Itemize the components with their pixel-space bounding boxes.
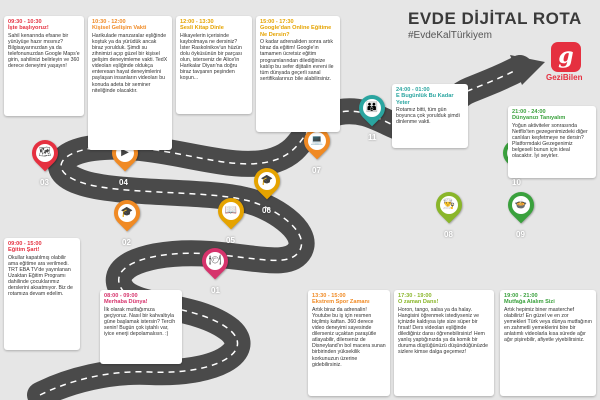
card-heading: Dünyanızı Tanıyalım xyxy=(512,115,566,122)
card-text: Harikulade manzaralar eşliğinde koştuk y… xyxy=(92,32,168,94)
card-heading: Merhaba Dünya! xyxy=(104,299,148,306)
card-stop-10: 21:00 - 24:00 Dünyanızı Tanıyalım Yoğun … xyxy=(508,106,596,178)
card-text: Artık hepimiz biner masterchef olabiliri… xyxy=(504,306,592,344)
card-text: Artık biraz da adrenalin! Youtube bu iş … xyxy=(312,306,386,368)
card-time: 17:30 - 19:00 xyxy=(398,293,432,299)
card-time: 09:00 - 15:00 xyxy=(8,241,42,247)
card-time: 15:00 - 17:30 xyxy=(260,19,294,25)
card-text: Yoğun aktiviteler sonrasında Netflix'ten… xyxy=(512,122,588,160)
card-stop-03: 09:30 - 10:30 İşte başlıyoruz! Sahil ken… xyxy=(4,16,84,116)
card-text: Sahil kenarında efsane bir yürüyüşe hazı… xyxy=(8,32,80,70)
cooking-icon: 🍲 xyxy=(512,196,530,214)
page-title: EVDE DİJİTAL ROTA xyxy=(408,9,582,28)
book-icon: 📖 xyxy=(222,202,240,220)
card-time: 10:30 - 12:00 xyxy=(92,19,126,25)
card-time: 09:30 - 10:30 xyxy=(8,19,42,25)
card-heading: Eğitim Şart! xyxy=(8,247,40,254)
card-stop-05: 12:00 - 13:30 Sesli Kitap Dinle Hikayele… xyxy=(176,16,252,114)
card-stop-01: 08:00 - 09:00 Merhaba Dünya! İlk olarak … xyxy=(100,290,182,364)
graduation-cap-icon: 🎓 xyxy=(258,172,276,190)
stop-number-05: 05 xyxy=(226,236,235,245)
graduate-icon: 🎓 xyxy=(118,204,136,222)
card-heading: Ekstrem Spor Zamanı xyxy=(312,299,370,306)
card-text: Rotamız bitti, tüm gün boyunca çok yorul… xyxy=(396,107,460,126)
card-time: 12:00 - 13:30 xyxy=(180,19,214,25)
card-text: Hikayelerin içerisinde kaybolmaya ne der… xyxy=(180,32,242,82)
stop-number-04: 04 xyxy=(119,178,128,187)
card-text: İlk olarak mutfağımıza geçiyoruz. Nasıl … xyxy=(104,306,176,338)
stop-number-02: 02 xyxy=(122,238,131,247)
card-text: O kadar adrenaliden sonra artık biraz da… xyxy=(260,39,334,82)
card-stop-02: 09:00 - 15:00 Eğitim Şart! Okullar kapat… xyxy=(4,238,80,350)
card-time: 13:30 - 15:00 xyxy=(312,293,346,299)
card-text: Okullar kapatılmış olabilir ama eğitime … xyxy=(8,254,73,298)
hashtag: #EvdeKalTürkiyem xyxy=(408,30,492,41)
road-arrow-head xyxy=(510,55,545,85)
card-heading: İşte başlıyoruz! xyxy=(8,25,49,32)
card-heading: Mutfağa Alalım Sizi xyxy=(504,299,555,306)
stop-number-01: 01 xyxy=(211,286,220,295)
card-stop-04: 10:30 - 12:00 Kişisel Gelişim Vakti Hari… xyxy=(88,16,172,150)
street-view-icon: 🗺 xyxy=(36,144,54,162)
stop-number-08: 08 xyxy=(444,230,453,239)
card-time: 08:00 - 09:00 xyxy=(104,293,138,299)
stop-number-11: 11 xyxy=(368,133,377,142)
card-heading: Google'dan Online Eğitime Ne Dersin? xyxy=(260,25,332,38)
dish-icon: 🍽 xyxy=(206,252,224,270)
card-heading: E Bugünlük Bu Kadar Yeter xyxy=(396,93,454,106)
chef-icon: 👨‍🍳 xyxy=(440,196,458,214)
logo-name: GeziBilen xyxy=(546,73,583,82)
card-heading: Kişisel Gelişim Vakti xyxy=(92,25,147,32)
card-stop-11: 24:00 - 01:00 E Bugünlük Bu Kadar Yeter … xyxy=(392,84,468,148)
stop-number-09: 09 xyxy=(516,230,525,239)
stop-number-07: 07 xyxy=(312,166,321,175)
card-stop-06: 15:00 - 17:30 Google'dan Online Eğitime … xyxy=(256,16,340,132)
card-heading: O zaman Dans! xyxy=(398,299,439,306)
card-stop-09: 19:00 - 21:00 Mutfağa Alalım Sizi Artık … xyxy=(500,290,596,396)
family-icon: 👪 xyxy=(363,99,381,117)
card-time: 19:00 - 21:00 xyxy=(504,293,538,299)
logo-letter: g xyxy=(558,43,574,69)
card-time: 21:00 - 24:00 xyxy=(512,109,546,115)
card-time: 24:00 - 01:00 xyxy=(396,87,430,93)
card-stop-08: 17:30 - 19:00 O zaman Dans! Horon, tango… xyxy=(394,290,494,396)
stop-number-06: 06 xyxy=(262,206,271,215)
computer-icon: 💻 xyxy=(308,132,326,150)
gezibilen-logo: g xyxy=(551,42,581,72)
card-text: Horon, tango, salsa ya da halay. Hangisi… xyxy=(398,306,488,356)
stop-number-10: 10 xyxy=(512,178,521,187)
card-stop-07: 13:30 - 15:00 Ekstrem Spor Zamanı Artık … xyxy=(308,290,390,396)
stop-number-03: 03 xyxy=(40,178,49,187)
card-heading: Sesli Kitap Dinle xyxy=(180,25,224,32)
